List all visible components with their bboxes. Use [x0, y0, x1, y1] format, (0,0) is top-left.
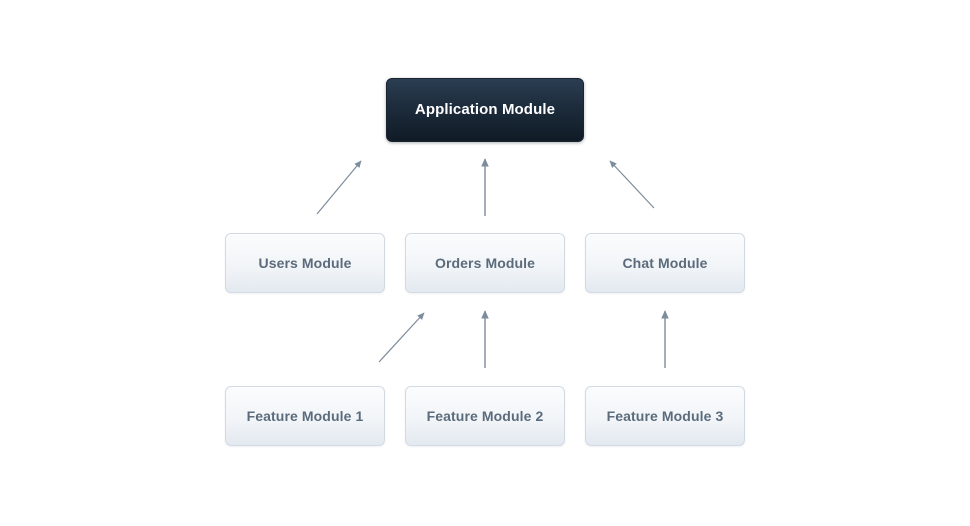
- node-feature-module-1[interactable]: Feature Module 1: [225, 386, 385, 446]
- node-feature-module-3[interactable]: Feature Module 3: [585, 386, 745, 446]
- node-feature-module-2[interactable]: Feature Module 2: [405, 386, 565, 446]
- node-label: Feature Module 2: [426, 407, 544, 424]
- node-application-module[interactable]: Application Module: [386, 78, 584, 142]
- node-orders-module[interactable]: Orders Module: [405, 233, 565, 293]
- node-label: Feature Module 1: [246, 407, 364, 424]
- node-users-module[interactable]: Users Module: [225, 233, 385, 293]
- edge-feature1-to-orders: [378, 312, 425, 363]
- node-chat-module[interactable]: Chat Module: [585, 233, 745, 293]
- node-label: Chat Module: [622, 254, 708, 271]
- edge-users-to-application: [316, 160, 362, 215]
- edge-chat-to-application: [609, 160, 655, 209]
- node-label: Orders Module: [434, 254, 536, 271]
- node-label: Users Module: [258, 254, 352, 271]
- node-label: Feature Module 3: [606, 407, 724, 424]
- node-label: Application Module: [414, 101, 556, 118]
